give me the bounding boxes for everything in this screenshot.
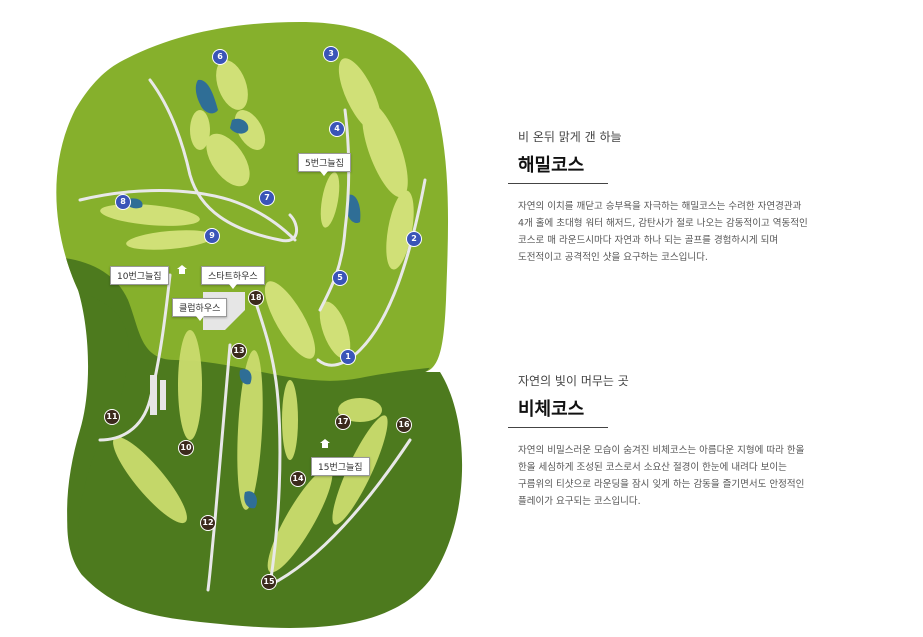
house-icon — [177, 265, 187, 274]
hole-marker-16: 16 — [396, 417, 412, 433]
description-line: 플레이가 요구되는 코스입니다. — [518, 496, 641, 507]
label-5-shade-house-text: 5번그늘집 — [305, 159, 344, 169]
description-line: 한올 세심하게 조성된 코스로서 소요산 절경이 한눈에 내려다 보이는 — [518, 462, 787, 473]
hole-marker-4: 4 — [329, 121, 345, 137]
label-start-house: 스타트하우스 — [201, 266, 265, 289]
hole-marker-18: 18 — [248, 290, 264, 306]
hole-marker-14: 14 — [290, 471, 306, 487]
course-description: 자연의 비밀스러운 모습이 숨겨진 비체코스는 아름다운 지형에 따라 한올 한… — [518, 442, 878, 510]
title-divider — [508, 183, 608, 184]
course-title: 비체코스 — [518, 399, 585, 420]
description-line: 구름위의 티샷으로 라운딩을 잠시 잊게 하는 감동을 즐기면서도 안정적인 — [518, 479, 805, 490]
description-line: 도전적이고 공격적인 샷을 요구하는 코스입니다. — [518, 252, 708, 263]
label-15-shade-house-text: 15번그늘집 — [318, 463, 363, 473]
hole-marker-12: 12 — [200, 515, 216, 531]
hole-marker-6: 6 — [212, 49, 228, 65]
label-5-shade-house: 5번그늘집 — [298, 153, 351, 176]
hole-marker-11: 11 — [104, 409, 120, 425]
hole-marker-8: 8 — [115, 194, 131, 210]
label-start-house-text: 스타트하우스 — [208, 272, 258, 282]
description-line: 코스로 매 라운드시마다 자연과 하나 되는 골프를 경험하시게 되며 — [518, 235, 779, 246]
course-section-biche: 자연의 빛이 머무는 곳 비체코스 자연의 비밀스러운 모습이 숨겨진 비체코스… — [508, 372, 878, 510]
title-divider — [508, 427, 608, 428]
label-10-shade-house: 10번그늘집 — [110, 266, 169, 285]
hole-marker-13: 13 — [231, 343, 247, 359]
hole-marker-7: 7 — [259, 190, 275, 206]
hole-marker-10: 10 — [178, 440, 194, 456]
course-title: 해밀코스 — [518, 155, 585, 176]
hole-marker-17: 17 — [335, 414, 351, 430]
house-icon — [320, 439, 330, 448]
hole-marker-2: 2 — [406, 231, 422, 247]
description-line: 자연의 이치를 깨닫고 승부욕을 자극하는 해밀코스는 수려한 자연경관과 — [518, 201, 802, 212]
course-subtitle: 자연의 빛이 머무는 곳 — [518, 374, 629, 388]
course-section-haemil: 비 온뒤 맑게 갠 하늘 해밀코스 자연의 이치를 깨닫고 승부욕을 자극하는 … — [508, 128, 878, 266]
course-map: 1 2 3 4 5 6 7 8 9 10 11 12 13 14 15 16 1… — [56, 22, 463, 628]
course-map-graphic — [56, 22, 463, 628]
hole-marker-1: 1 — [340, 349, 356, 365]
hole-marker-15: 15 — [261, 574, 277, 590]
label-10-shade-house-text: 10번그늘집 — [117, 272, 162, 282]
label-club-house: 클럽하우스 — [172, 298, 228, 321]
hole-marker-3: 3 — [323, 46, 339, 62]
label-15-shade-house: 15번그늘집 — [311, 457, 370, 476]
label-club-house-text: 클럽하우스 — [179, 304, 221, 314]
hole-marker-9: 9 — [204, 228, 220, 244]
course-subtitle: 비 온뒤 맑게 갠 하늘 — [518, 130, 622, 144]
course-description: 자연의 이치를 깨닫고 승부욕을 자극하는 해밀코스는 수려한 자연경관과 4개… — [518, 198, 878, 266]
description-line: 자연의 비밀스러운 모습이 숨겨진 비체코스는 아름다운 지형에 따라 한올 — [518, 445, 805, 456]
hole-marker-5: 5 — [332, 270, 348, 286]
description-line: 4개 홀에 초대형 워터 해저드, 감탄사가 절로 나오는 감동적이고 역동적인 — [518, 218, 808, 229]
